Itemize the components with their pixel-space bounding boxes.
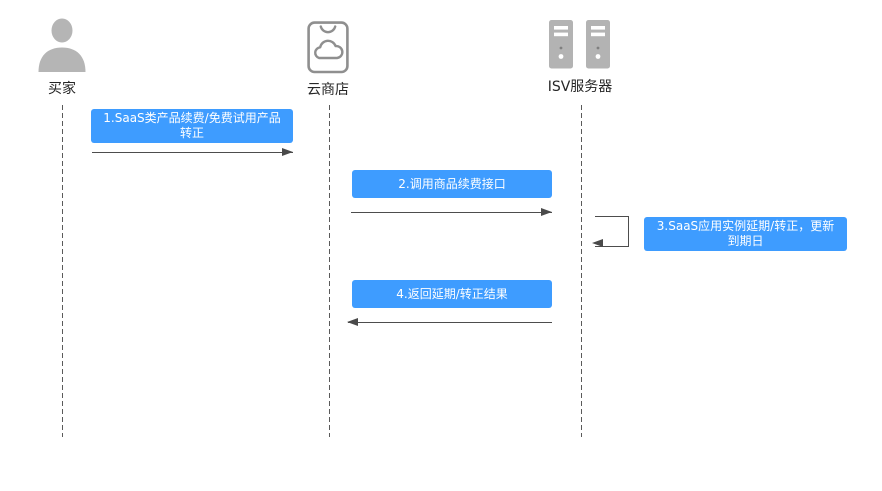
message-box-3: 3.SaaS应用实例延期/转正，更新到期日 (644, 217, 847, 251)
lifeline-isv-server (581, 105, 582, 437)
server-pair-icon (549, 20, 610, 69)
actor-isv-server (549, 20, 610, 69)
actor-label-cloud-store: 云商店 (307, 82, 349, 98)
actor-label-buyer: 买家 (48, 81, 76, 97)
actor-cloud-store (306, 20, 350, 75)
arrowhead-left-icon (347, 318, 358, 326)
lifeline-buyer (62, 105, 63, 437)
actor-label-isv-server: ISV服务器 (547, 79, 613, 95)
arrowhead-right-icon (541, 208, 552, 216)
message-box-2: 2.调用商品续费接口 (352, 170, 552, 198)
message-box-4: 4.返回延期/转正结果 (352, 280, 552, 308)
cloud-store-bag-icon (307, 21, 349, 74)
lifeline-cloud-store (329, 105, 330, 437)
person-icon (38, 18, 86, 72)
message-arrow-4 (347, 318, 552, 326)
message-box-1: 1.SaaS类产品续费/免费试用产品转正 (91, 109, 293, 143)
arrowhead-right-icon (282, 148, 293, 156)
message-arrow-1 (92, 148, 293, 156)
message-arrow-2 (351, 208, 552, 216)
message-self-loop-3 (592, 216, 629, 247)
arrowhead-left-icon (592, 238, 603, 247)
actor-buyer (37, 17, 87, 72)
